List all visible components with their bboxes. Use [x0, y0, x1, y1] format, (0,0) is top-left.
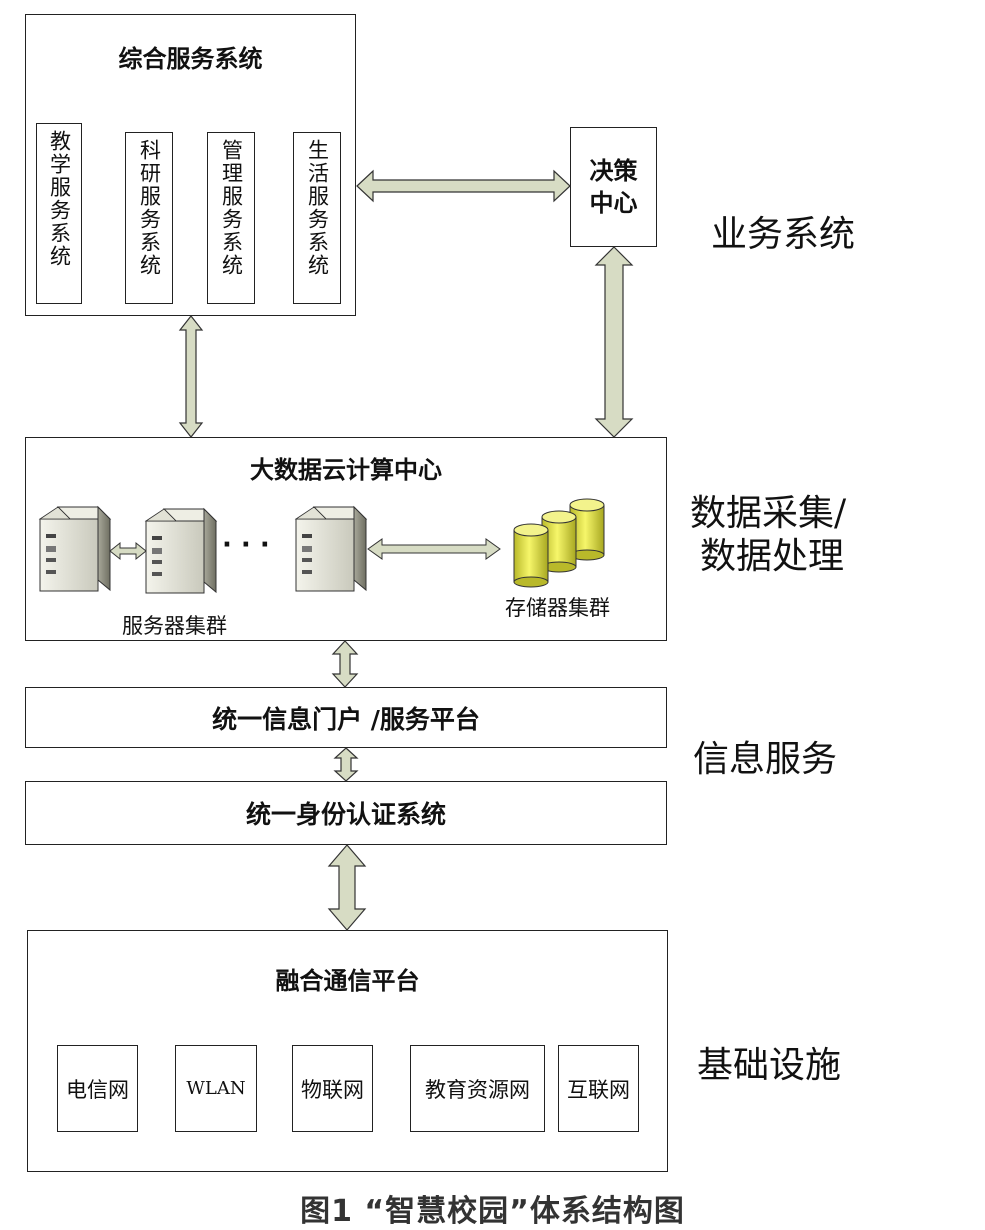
server-ellipsis: · · ·	[222, 530, 270, 560]
arrow-decision-datacenter	[594, 246, 634, 438]
integrated-service-system-title: 综合服务系统	[118, 45, 263, 73]
network-internet: 互联网	[558, 1045, 639, 1132]
network-telecom: 电信网	[57, 1045, 138, 1132]
layer-label-data-line1: 数据采集/	[690, 493, 847, 534]
big-data-cloud-center-title: 大数据云计算中心	[250, 456, 442, 484]
layer-label-info: 信息服务	[693, 739, 838, 780]
arrow-datacenter-portal	[331, 640, 359, 688]
layer-label-data: 数据采集/ 数据处理	[690, 492, 846, 578]
decision-center-label: 决策中心	[589, 156, 638, 217]
subsystem-living: 生活服务系统	[293, 132, 341, 304]
server-icon	[38, 505, 112, 592]
decision-center-box: 决策中心	[570, 127, 657, 247]
unified-auth-box: 统一身份认证系统	[25, 781, 667, 845]
subsystem-research: 科研服务系统	[125, 132, 173, 304]
arrow-server1-server2	[109, 541, 147, 561]
arrow-portal-auth	[333, 747, 359, 782]
arrow-integrated-decision	[356, 169, 571, 203]
converged-communication-title: 融合通信平台	[275, 967, 420, 995]
layer-label-infra: 基础设施	[697, 1045, 842, 1086]
server-icon	[294, 505, 368, 592]
arrow-integrated-datacenter	[178, 315, 204, 438]
unified-portal-box: 统一信息门户 /服务平台	[25, 687, 667, 748]
converged-communication-box: 融合通信平台 电信网 WLAN 物联网 教育资源网 互联网	[27, 930, 668, 1172]
arrow-auth-infra	[327, 844, 367, 931]
server-cluster-label: 服务器集群	[122, 614, 227, 638]
unified-auth-label: 统一身份认证系统	[245, 800, 446, 829]
network-wlan: WLAN	[175, 1045, 257, 1132]
layer-label-business: 业务系统	[711, 214, 856, 255]
integrated-service-system-box: 综合服务系统 教学服务系统 科研服务系统 管理服务系统 生活服务系统	[25, 14, 356, 316]
server-icon	[144, 507, 218, 594]
arrow-server-storage	[367, 538, 501, 560]
storage-icon	[513, 498, 605, 588]
layer-label-data-line2: 数据处理	[700, 536, 845, 578]
subsystem-teaching: 教学服务系统	[36, 123, 82, 304]
storage-cluster-label: 存储器集群	[505, 596, 610, 620]
unified-portal-label: 统一信息门户 /服务平台	[212, 704, 480, 734]
network-education-resource: 教育资源网	[410, 1045, 545, 1132]
network-iot: 物联网	[292, 1045, 373, 1132]
subsystem-management: 管理服务系统	[207, 132, 255, 304]
